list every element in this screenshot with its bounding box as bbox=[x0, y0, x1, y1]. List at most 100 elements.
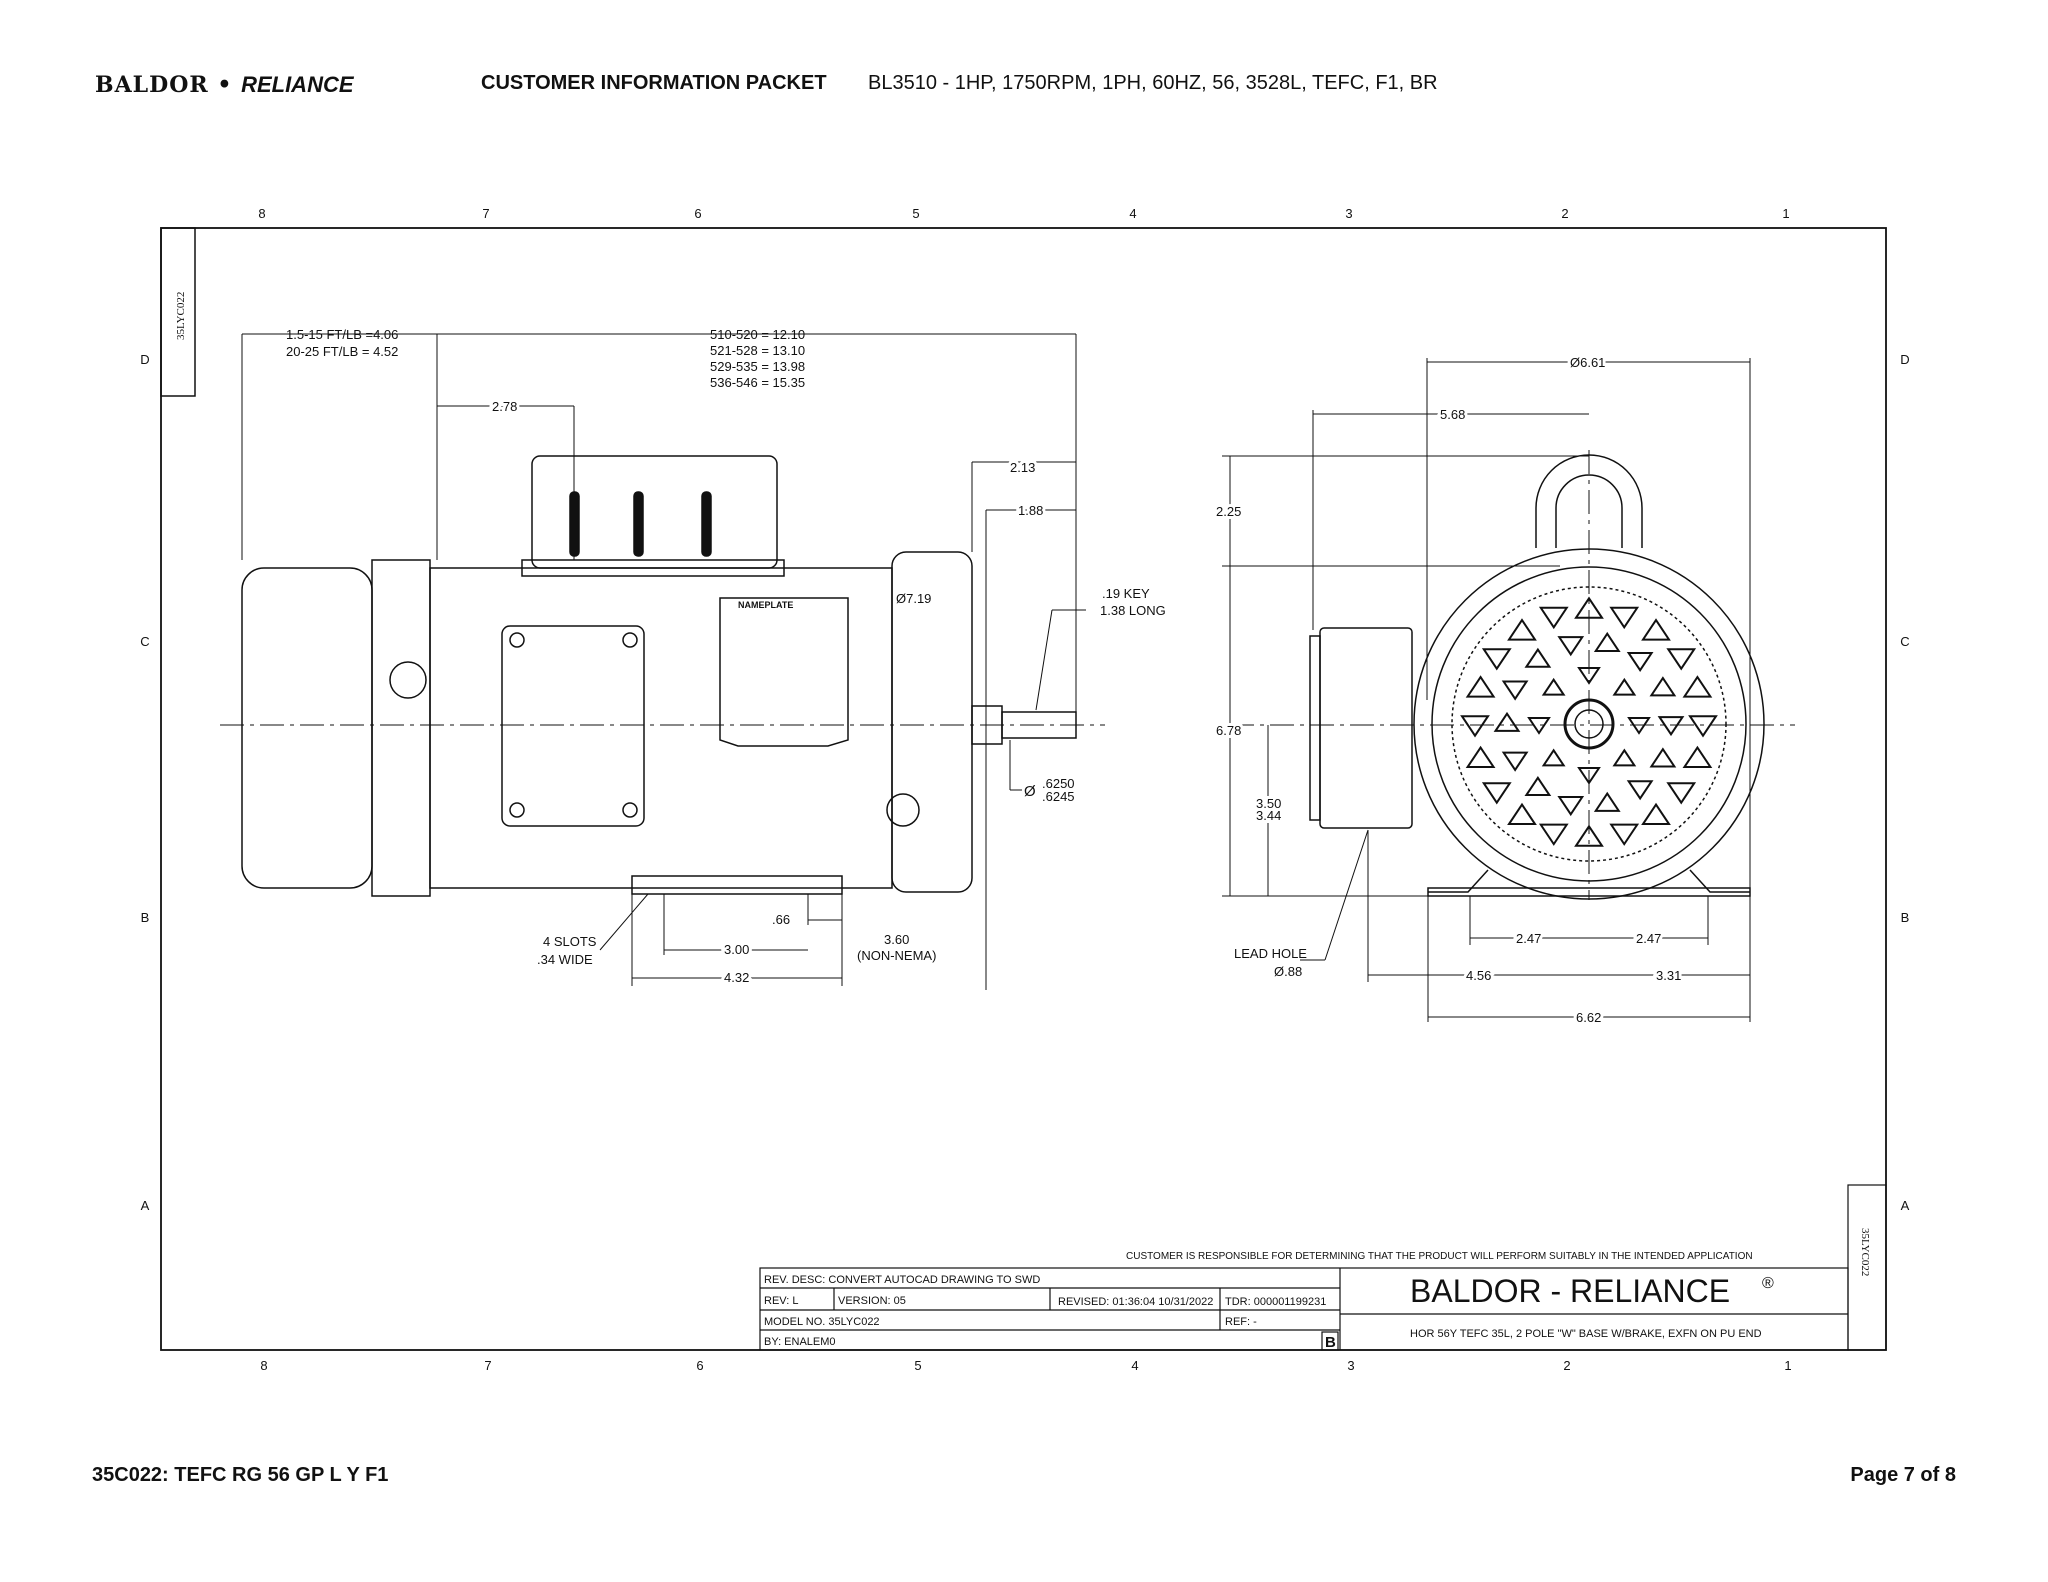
fan-guard-opening bbox=[1641, 618, 1671, 641]
responsibility-note: CUSTOMER IS RESPONSIBLE FOR DETERMINING … bbox=[1126, 1251, 1753, 1262]
lead-hole-b: Ø.88 bbox=[1274, 964, 1302, 979]
ref: REF: - bbox=[1225, 1316, 1257, 1328]
fan-guard-opening bbox=[1641, 802, 1671, 826]
model-no: MODEL NO. 35LYC022 bbox=[764, 1316, 880, 1328]
zone-row-label: A bbox=[1901, 1198, 1910, 1213]
fan-guard-opening bbox=[1649, 747, 1677, 768]
fan-guard-opening bbox=[1538, 823, 1569, 846]
tdr: TDR: 000001199231 bbox=[1225, 1296, 1326, 1308]
fan-guard-opening bbox=[1481, 782, 1512, 805]
dim-331: 3.31 bbox=[1656, 968, 1681, 983]
motor-front-view bbox=[1230, 450, 1795, 900]
rev-desc: REV. DESC: CONVERT AUTOCAD DRAWING TO SW… bbox=[764, 1274, 1040, 1286]
title-block: 35LYC022 bbox=[759, 1184, 1887, 1351]
fan-guard-opening bbox=[1524, 775, 1552, 797]
zone-column-label: 6 bbox=[694, 206, 701, 221]
zone-row-label: A bbox=[141, 1198, 150, 1213]
dim-247-right: 2.47 bbox=[1636, 931, 1661, 946]
footer-model: 35C022: TEFC RG 56 GP L Y F1 bbox=[92, 1464, 389, 1486]
fan-guard-opening bbox=[1666, 648, 1697, 671]
dim-length-d: 536-546 = 15.35 bbox=[710, 375, 805, 390]
dim-188: 1.88 bbox=[1018, 503, 1043, 518]
dim-568: 5.68 bbox=[1440, 407, 1465, 422]
fan-guard-opening bbox=[1574, 824, 1604, 847]
dim-360: 3.60 bbox=[884, 932, 909, 947]
fan-guard-opening bbox=[1460, 715, 1490, 738]
zone-row-label: B bbox=[141, 910, 150, 925]
revised: REVISED: 01:36:04 10/31/2022 bbox=[1058, 1296, 1213, 1308]
dim-278: 2.78 bbox=[492, 399, 517, 414]
fan-guard-opening bbox=[1612, 677, 1637, 696]
key-b: 1.38 LONG bbox=[1100, 603, 1166, 618]
fan-guard-opening bbox=[1577, 767, 1601, 785]
fan-guard-opening bbox=[1501, 751, 1529, 772]
zone-column-label: 5 bbox=[912, 206, 919, 221]
zone-column-label: 7 bbox=[482, 206, 489, 221]
nameplate-label: NAMEPLATE bbox=[738, 600, 793, 610]
zone-column-label: 1 bbox=[1784, 1358, 1791, 1373]
key-a: .19 KEY bbox=[1102, 586, 1150, 601]
zone-column-label: 5 bbox=[914, 1358, 921, 1373]
zone-column-label: 6 bbox=[696, 1358, 703, 1373]
zone-column-label: 7 bbox=[484, 1358, 491, 1373]
title-brand: BALDOR - RELIANCE bbox=[1410, 1273, 1730, 1309]
fan-guard-opening bbox=[1688, 715, 1718, 738]
fan-guard-opening bbox=[1649, 676, 1677, 697]
zone-row-label: D bbox=[1900, 352, 1909, 367]
lead-hole-a: LEAD HOLE bbox=[1234, 946, 1307, 961]
dim-247-left: 2.47 bbox=[1516, 931, 1541, 946]
fan-guard-opening bbox=[1538, 606, 1569, 630]
page-number: Page 7 of 8 bbox=[1850, 1464, 1956, 1486]
zone-row-label: C bbox=[1900, 634, 1909, 649]
zone-column-label: 1 bbox=[1782, 206, 1789, 221]
side-tag-box bbox=[160, 227, 196, 397]
fan-guard-opening bbox=[1524, 647, 1552, 668]
dim-678: 6.78 bbox=[1216, 723, 1241, 738]
zone-row-label: D bbox=[140, 352, 149, 367]
dim-length-c: 529-535 = 13.98 bbox=[710, 359, 805, 374]
zone-row-label: B bbox=[1901, 910, 1910, 925]
dim-length-a: 510-520 = 12.10 bbox=[710, 327, 805, 342]
fan-guard-opening bbox=[1577, 667, 1601, 685]
zone-column-label: 4 bbox=[1131, 1358, 1138, 1373]
fan-guard-opening bbox=[1609, 823, 1640, 846]
dim-225: 2.25 bbox=[1216, 504, 1241, 519]
dim-300: 3.00 bbox=[724, 942, 749, 957]
dim-066: .66 bbox=[772, 912, 790, 927]
shaft-dia-b: .6245 bbox=[1042, 789, 1075, 804]
fan-guard-opening bbox=[1574, 596, 1604, 619]
dim-662: 6.62 bbox=[1576, 1010, 1601, 1025]
fan-guard-opening bbox=[1612, 748, 1637, 767]
rev: REV: L bbox=[764, 1295, 798, 1307]
fan-guard-opening bbox=[1557, 796, 1585, 817]
sheet-size: B bbox=[1325, 1334, 1336, 1351]
dim-456: 4.56 bbox=[1466, 968, 1491, 983]
version: VERSION: 05 bbox=[838, 1295, 906, 1307]
fan-guard-opening bbox=[1657, 716, 1685, 737]
fan-guard-opening bbox=[1507, 618, 1537, 641]
brand-logo: BALDOR • RELIANCE bbox=[95, 72, 354, 98]
zone-row-label: C bbox=[140, 634, 149, 649]
fan-guard-opening bbox=[1541, 748, 1566, 767]
dim-360-note: (NON-NEMA) bbox=[857, 948, 936, 963]
registered-mark: ® bbox=[1762, 1275, 1774, 1292]
slots-b: .34 WIDE bbox=[537, 952, 593, 967]
fan-guard-opening bbox=[1507, 802, 1537, 826]
zone-column-label: 4 bbox=[1129, 206, 1136, 221]
fan-guard-opening bbox=[1666, 782, 1697, 805]
fan-guard-opening bbox=[1465, 675, 1496, 698]
shaft-dia-a: .6250 bbox=[1042, 776, 1075, 791]
drawing-description: HOR 56Y TEFC 35L, 2 POLE "W" BASE W/BRAK… bbox=[1410, 1328, 1762, 1340]
dim-dia-719: Ø7.19 bbox=[896, 591, 931, 606]
zone-column-label: 8 bbox=[258, 206, 265, 221]
motor-side-view bbox=[220, 455, 1105, 897]
side-tag: 35LYC022 bbox=[175, 292, 187, 340]
drawn-by: BY: ENALEM0 bbox=[764, 1336, 836, 1348]
fan-guard-opening bbox=[1682, 675, 1713, 698]
fan-guard-opening bbox=[1465, 745, 1496, 769]
zone-column-label: 2 bbox=[1563, 1358, 1570, 1373]
fan-guard-opening bbox=[1557, 636, 1585, 657]
zone-column-label: 3 bbox=[1345, 206, 1352, 221]
fan-guard-opening bbox=[1527, 717, 1551, 735]
product-description: BL3510 - 1HP, 1750RPM, 1PH, 60HZ, 56, 35… bbox=[868, 72, 1438, 94]
